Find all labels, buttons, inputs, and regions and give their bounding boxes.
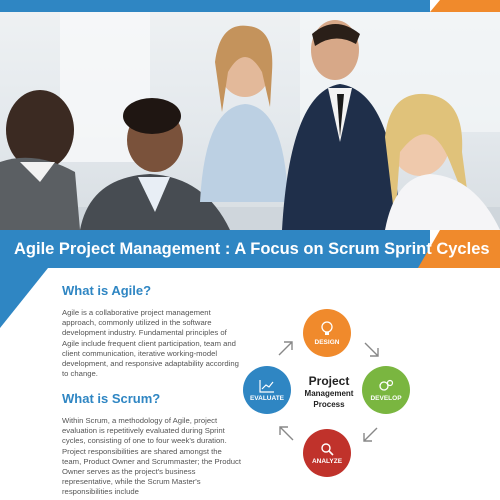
lightbulb-icon (321, 320, 333, 335)
section-heading-agile: What is Agile? (62, 283, 152, 298)
page-title: Agile Project Management : A Focus on Sc… (14, 240, 490, 258)
decorative-wedge (0, 268, 48, 328)
arrow-up-right-icon (278, 341, 293, 356)
analyze-node: ANALYZE (303, 429, 351, 477)
section-body-scrum: Within Scrum, a methodology of Agile, pr… (62, 416, 242, 497)
analyze-label: ANALYZE (311, 457, 343, 465)
design-label: DESIGN (314, 338, 340, 346)
arrow-up-left-icon (279, 426, 294, 441)
section-heading-scrum: What is Scrum? (62, 391, 161, 406)
gears-icon (379, 379, 394, 391)
center-line-1: Project (308, 374, 350, 388)
arrow-down-right-icon (364, 342, 379, 357)
header-photo (0, 12, 500, 230)
evaluate-node: EVALUATE (243, 366, 291, 414)
top-accent-strip (0, 0, 500, 12)
process-diagram: DESIGN DEVELOP ANALYZE EVALUATE Project … (240, 300, 420, 500)
center-line-3: Process (313, 400, 345, 409)
chart-icon (259, 379, 274, 393)
center-line-2: Management (304, 389, 354, 398)
develop-node: DEVELOP (362, 366, 410, 414)
process-center-label: Project Management Process (284, 374, 374, 410)
develop-label: DEVELOP (370, 394, 402, 402)
magnifier-icon (321, 442, 334, 456)
title-banner: Agile Project Management : A Focus on Sc… (0, 230, 500, 268)
evaluate-label: EVALUATE (249, 394, 285, 402)
section-body-agile: Agile is a collaborative project managem… (62, 308, 239, 379)
design-node: DESIGN (303, 309, 351, 357)
arrow-down-left-icon (363, 427, 378, 442)
